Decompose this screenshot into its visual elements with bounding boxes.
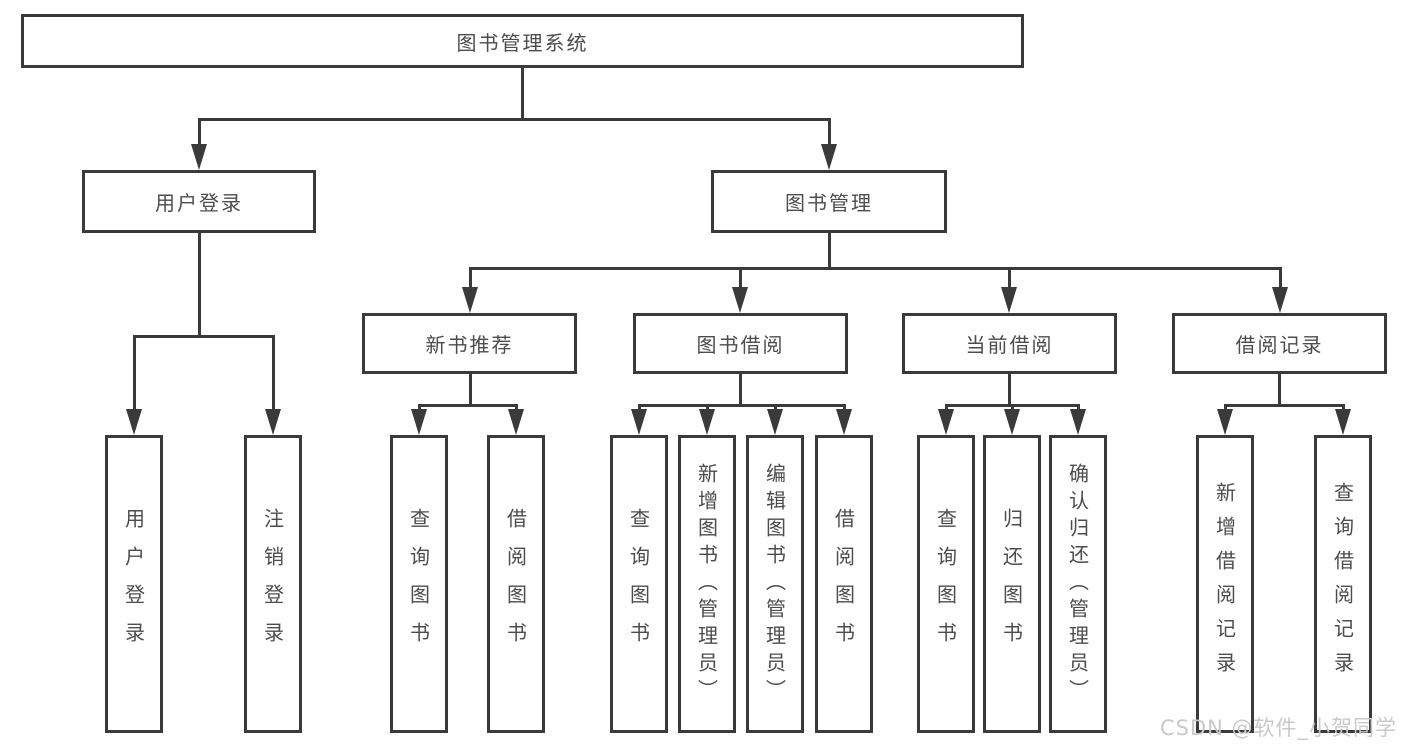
connector-line: [515, 404, 518, 412]
leaf-user-login: 用户登录: [105, 435, 163, 733]
connector-line: [945, 404, 948, 412]
connector-line: [1008, 267, 1011, 290]
connector-arrow: [1070, 409, 1086, 435]
leaf-edit-book-admin: 编辑图书（管理员）: [746, 435, 804, 733]
connector-line: [1077, 404, 1080, 412]
node-current-borrow-label: 当前借阅: [965, 333, 1054, 357]
node-book-borrow: 图书借阅: [633, 313, 848, 374]
leaf-query-borrow-record: 查询借阅记录: [1314, 435, 1372, 733]
connector-arrow: [1217, 409, 1233, 435]
leaf-confirm-return-admin-label: 确认归还（管理员）: [1065, 462, 1090, 706]
connector-arrow: [265, 409, 281, 435]
connector-line: [133, 335, 136, 412]
connector-line: [418, 404, 518, 407]
leaf-query-books-borrow-label: 查询图书: [626, 508, 651, 660]
connector-line: [469, 374, 472, 407]
connector-arrow: [631, 409, 647, 435]
connector-line: [198, 118, 201, 148]
connector-arrow: [1004, 409, 1020, 435]
connector-arrow: [191, 144, 207, 170]
connector-line: [1224, 404, 1345, 407]
connector-arrow: [1335, 409, 1351, 435]
connector-arrow: [699, 409, 715, 435]
leaf-borrow-books-recommend-label: 借阅图书: [503, 508, 528, 660]
connector-arrow: [508, 409, 524, 435]
connector-line: [272, 335, 275, 412]
connector-line: [828, 118, 831, 148]
node-borrow-records-label: 借阅记录: [1235, 333, 1324, 357]
connector-line: [1224, 404, 1227, 412]
connector-line: [198, 118, 831, 121]
connector-line: [1011, 404, 1014, 412]
connector-arrow: [836, 409, 852, 435]
node-user-login: 用户登录: [82, 170, 316, 233]
leaf-logout-label: 注销登录: [260, 508, 285, 660]
node-book-borrow-label: 图书借阅: [696, 333, 785, 357]
csdn-watermark: CSDN @软件_小贺同学: [1160, 716, 1398, 740]
node-book-management-label: 图书管理: [785, 191, 873, 215]
node-root: 图书管理系统: [21, 14, 1024, 68]
connector-line: [469, 267, 1282, 270]
node-book-management: 图书管理: [711, 170, 947, 233]
leaf-return-books: 归还图书: [983, 435, 1041, 733]
connector-line: [1279, 267, 1282, 290]
connector-line: [198, 233, 201, 338]
connector-arrow: [732, 287, 748, 313]
leaf-user-login-label: 用户登录: [121, 508, 146, 660]
leaf-query-books-recommend-label: 查询图书: [406, 508, 431, 660]
connector-line: [739, 374, 742, 407]
leaf-add-borrow-record: 新增借阅记录: [1196, 435, 1254, 733]
connector-line: [1342, 404, 1345, 412]
connector-line: [828, 233, 831, 270]
connector-arrow: [1001, 287, 1017, 313]
connector-arrow: [767, 409, 783, 435]
connector-line: [843, 404, 846, 412]
connector-line: [133, 335, 275, 338]
connector-line: [739, 267, 742, 290]
connector-arrow: [462, 287, 478, 313]
connector-arrow: [126, 409, 142, 435]
connector-line: [706, 404, 709, 412]
leaf-edit-book-admin-label: 编辑图书（管理员）: [762, 462, 787, 706]
leaf-borrow-books-recommend: 借阅图书: [487, 435, 545, 733]
leaf-add-book-admin: 新增图书（管理员）: [678, 435, 736, 733]
connector-line: [638, 404, 641, 412]
leaf-logout: 注销登录: [244, 435, 302, 733]
leaf-query-books-borrow: 查询图书: [610, 435, 668, 733]
leaf-add-borrow-record-label: 新增借阅记录: [1212, 482, 1237, 686]
connector-line: [469, 267, 472, 290]
connector-line: [638, 404, 846, 407]
node-borrow-records: 借阅记录: [1172, 313, 1387, 374]
connector-arrow: [1272, 287, 1288, 313]
leaf-borrow-books: 借阅图书: [815, 435, 873, 733]
leaf-borrow-books-label: 借阅图书: [831, 508, 856, 660]
connector-line: [521, 68, 524, 120]
leaf-query-books-recommend: 查询图书: [390, 435, 448, 733]
connector-arrow: [938, 409, 954, 435]
node-new-book-recommend: 新书推荐: [362, 313, 577, 374]
connector-arrow: [411, 409, 427, 435]
leaf-query-books-current-label: 查询图书: [933, 508, 958, 660]
connector-line: [774, 404, 777, 412]
node-new-book-recommend-label: 新书推荐: [425, 333, 514, 357]
connector-line: [1278, 374, 1281, 407]
connector-line: [1008, 374, 1011, 407]
leaf-add-book-admin-label: 新增图书（管理员）: [694, 462, 719, 706]
leaf-return-books-label: 归还图书: [999, 508, 1024, 660]
node-current-borrow: 当前借阅: [902, 313, 1117, 374]
node-root-label: 图书管理系统: [456, 30, 589, 55]
node-user-login-label: 用户登录: [155, 191, 243, 215]
connector-line: [418, 404, 421, 412]
leaf-confirm-return-admin: 确认归还（管理员）: [1049, 435, 1107, 733]
leaf-query-borrow-record-label: 查询借阅记录: [1330, 482, 1355, 686]
connector-arrow: [821, 144, 837, 170]
leaf-query-books-current: 查询图书: [917, 435, 975, 733]
